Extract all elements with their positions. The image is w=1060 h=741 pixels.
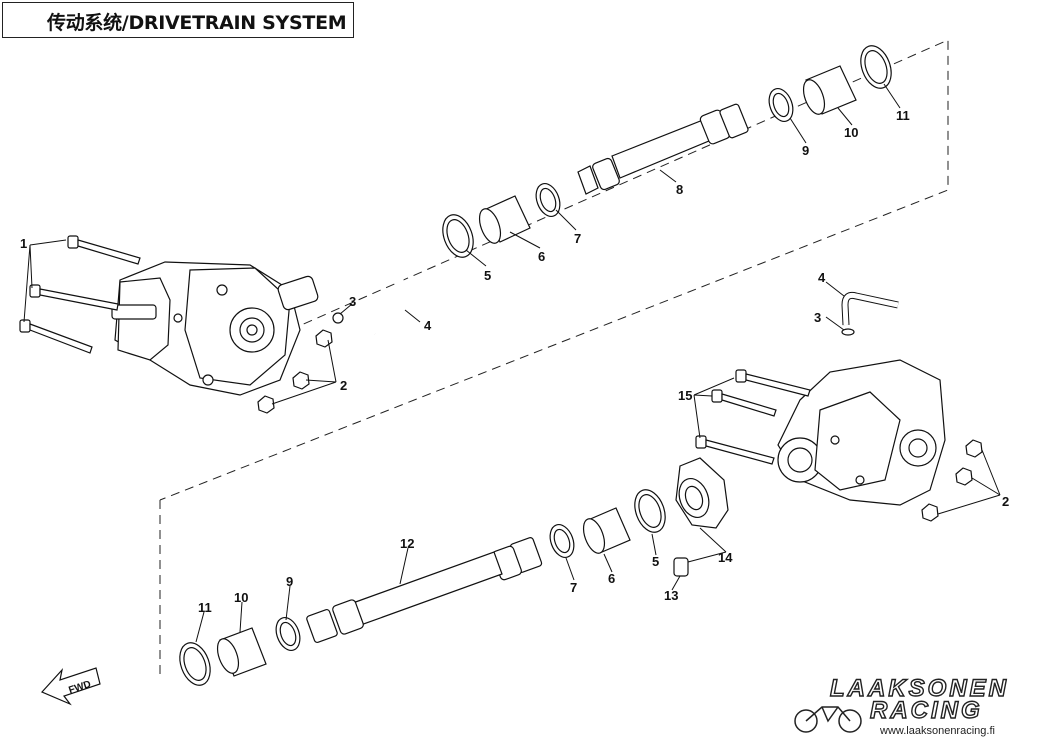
callout-2-front: 2: [340, 378, 347, 393]
callout-10-lower: 10: [234, 590, 248, 605]
clamp-11-upper: [860, 45, 892, 89]
upper-dashed-frame: [159, 39, 949, 501]
ring-9-lower: [275, 616, 301, 652]
brand-racing: RACING: [869, 696, 983, 724]
callout-4-front: 4: [424, 318, 432, 333]
brand-url: www.laaksonenracing.fi: [880, 725, 995, 737]
breather-hose-4-rear: [841, 291, 899, 326]
leader-lines: [23, 83, 1001, 643]
nut-2-rear-c: [921, 503, 939, 522]
callout-10-upper: 10: [844, 125, 858, 140]
bolt-15-lower: [695, 435, 775, 465]
snap-ring-5-upper: [442, 214, 474, 258]
callout-7-upper: 7: [574, 231, 581, 246]
boot-6-lower: [582, 507, 631, 554]
boot-10-upper: [802, 65, 857, 115]
snap-ring-5-lower: [634, 489, 666, 533]
brand-watermark: LAAKSONEN RACING www.laaksonenracing.fi: [794, 674, 1058, 739]
callout-6-upper: 6: [538, 249, 545, 264]
bolt-13: [673, 557, 689, 577]
propeller-shaft-12: [306, 537, 543, 644]
ring-9-upper: [768, 87, 794, 123]
callout-3-rear: 3: [814, 310, 821, 325]
nut-2-rear-b: [955, 467, 973, 486]
callout-9-lower: 9: [286, 574, 293, 589]
bicycle-icon: [794, 706, 862, 733]
callout-4-rear: 4: [818, 270, 826, 285]
callout-1: 1: [20, 236, 27, 251]
ring-7-upper: [535, 182, 561, 218]
brand-name: LAAKSONEN: [829, 674, 1010, 702]
rear-differential: [777, 359, 946, 506]
callout-11-lower: 11: [198, 600, 212, 615]
clip-3-rear: [841, 328, 855, 336]
fwd-arrow: FWD: [40, 667, 101, 706]
nut-2-front-c: [257, 395, 275, 414]
callout-5-lower: 5: [652, 554, 659, 569]
boot-6-upper: [478, 195, 531, 244]
callout-3-front: 3: [349, 294, 356, 309]
callout-5-upper: 5: [484, 268, 491, 283]
nut-2-front-a: [315, 329, 333, 348]
flange-14: [675, 457, 729, 529]
nut-2-rear-a: [965, 439, 983, 458]
nut-2-front-b: [292, 371, 310, 390]
bolt-15-upper: [735, 369, 811, 397]
bolt-15-middle: [711, 389, 777, 417]
callout-7-lower: 7: [570, 580, 577, 595]
callout-12: 12: [400, 536, 414, 551]
callout-9-upper: 9: [802, 143, 809, 158]
front-gearbox: [111, 261, 319, 396]
callout-15: 15: [678, 388, 692, 403]
clamp-11-lower: [179, 642, 211, 686]
callout-8: 8: [676, 182, 683, 197]
bolt-1-upper: [67, 235, 141, 265]
callout-11-upper: 11: [896, 108, 910, 123]
title-box: 传动系统/DRIVETRAIN SYSTEM: [2, 2, 354, 38]
propeller-shaft-8: [577, 103, 749, 195]
bolt-1-middle: [29, 284, 119, 311]
boot-10-lower: [216, 627, 267, 677]
callout-6-lower: 6: [608, 571, 615, 586]
breather-hose-4-front: [374, 264, 407, 341]
callout-labels: 1 2 3 4 5 6 7 8 9 10 11 4 3 15 2 14 13 5…: [20, 108, 1009, 615]
clip-3-front: [332, 312, 344, 324]
bolt-1-lower: [19, 319, 93, 354]
page-title: 传动系统/DRIVETRAIN SYSTEM: [47, 12, 347, 34]
callout-13: 13: [664, 588, 678, 603]
callout-14: 14: [718, 550, 733, 565]
ring-7-lower: [549, 523, 575, 559]
callout-2-rear: 2: [1002, 494, 1009, 509]
